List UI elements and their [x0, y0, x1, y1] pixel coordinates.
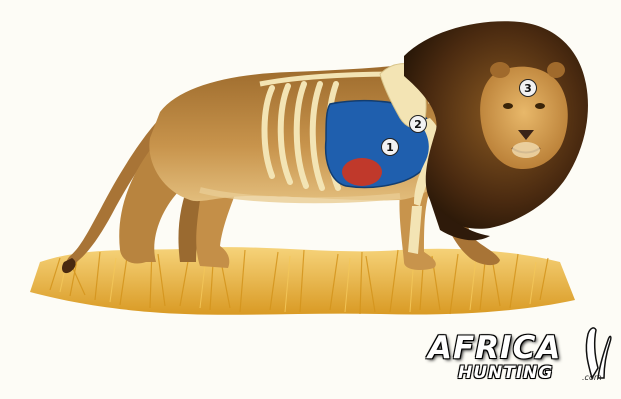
svg-text:1: 1: [386, 141, 394, 154]
marker-2: 2: [410, 116, 427, 133]
svg-text:3: 3: [524, 82, 532, 95]
eye-left: [503, 103, 513, 109]
ear: [490, 62, 510, 78]
africahunting-logo: AFRICA HUNTING .com: [424, 330, 614, 392]
heart-zone: [342, 158, 382, 186]
eye-right: [535, 103, 545, 109]
marker-1: 1: [382, 139, 399, 156]
marker-3: 3: [520, 80, 537, 97]
svg-text:2: 2: [414, 118, 422, 131]
logo-text-hunting: HUNTING: [458, 363, 553, 383]
antelope-horns-icon: [574, 324, 614, 380]
logo-text-africa: AFRICA: [428, 330, 561, 366]
logo-text-suffix: .com: [582, 373, 602, 382]
